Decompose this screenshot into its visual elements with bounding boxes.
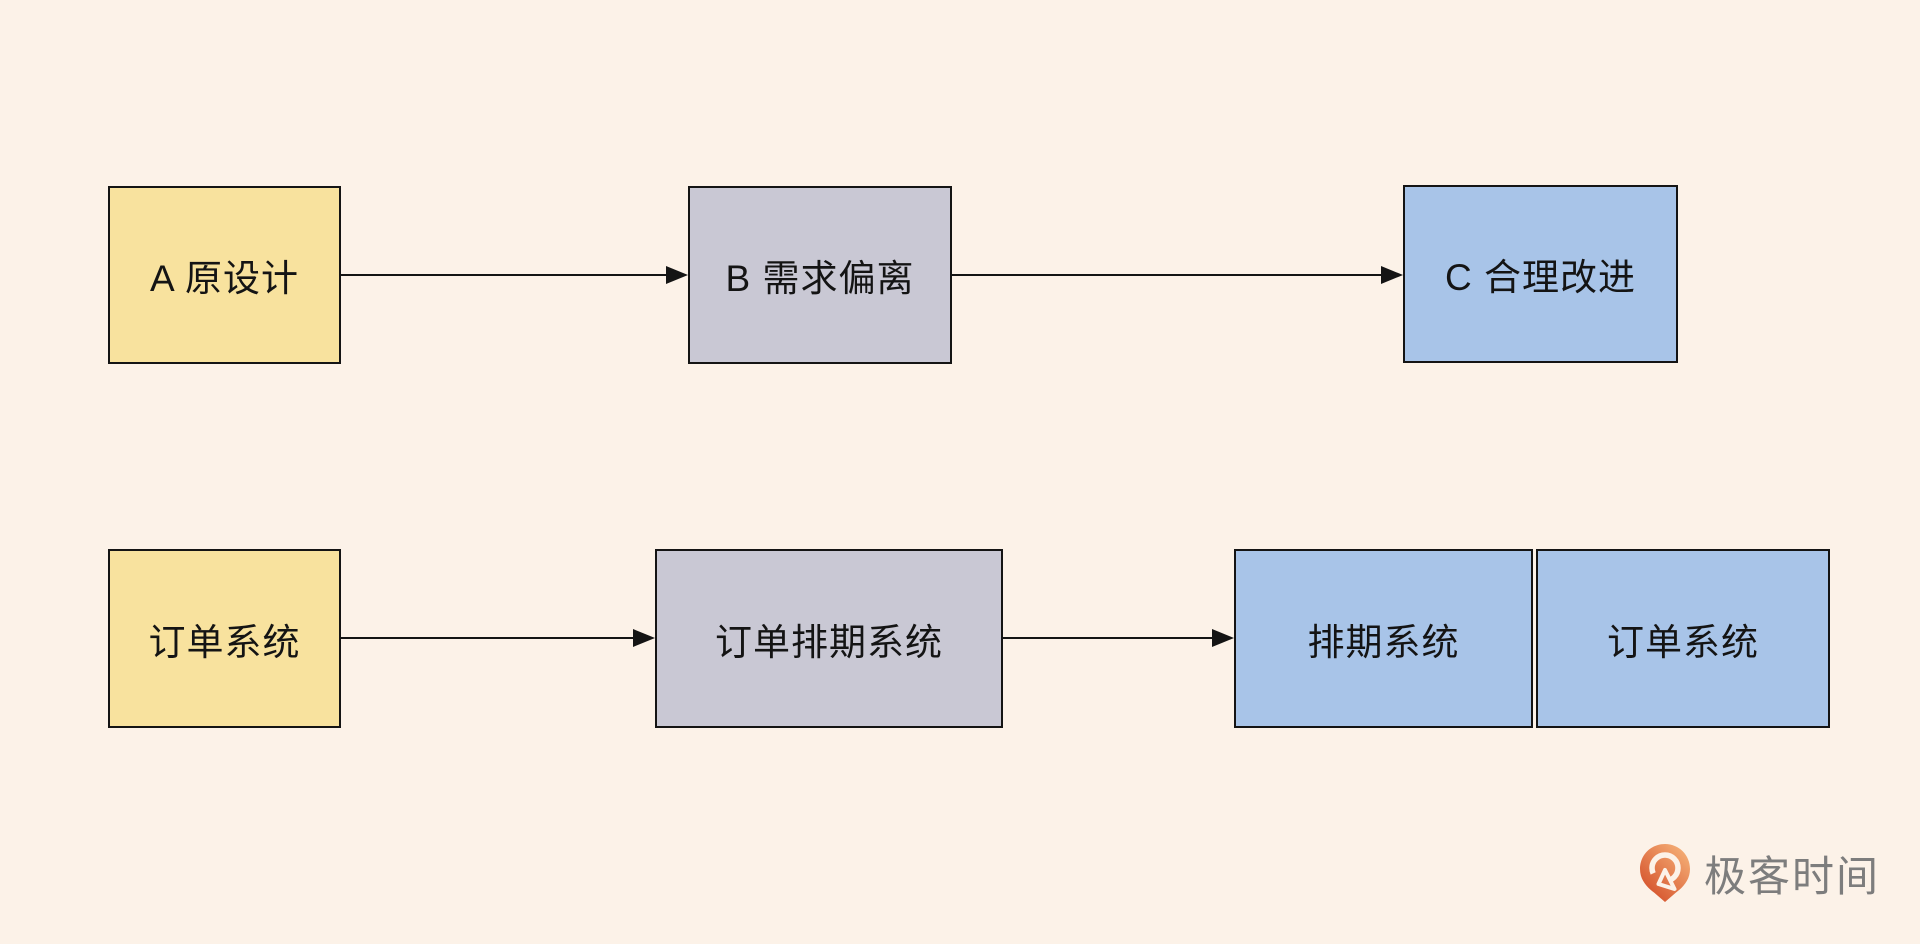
node-label: 排期系统 bbox=[1307, 621, 1460, 663]
arrow-shaft bbox=[1003, 637, 1216, 639]
node-label: A 原设计 bbox=[150, 258, 299, 299]
node-order-scheduling-system: 订单排期系统 bbox=[655, 549, 1003, 728]
arrowhead-icon bbox=[666, 266, 688, 284]
geektime-logo-text: 极客时间 bbox=[1704, 852, 1881, 900]
arrow-shaft bbox=[952, 274, 1385, 276]
node-b-requirement-deviation: B 需求偏离 bbox=[688, 186, 952, 364]
node-label: 订单系统 bbox=[148, 621, 301, 663]
node-label: B 需求偏离 bbox=[725, 258, 915, 299]
node-scheduling-system: 排期系统 bbox=[1234, 549, 1533, 728]
geektime-pin-icon bbox=[1638, 842, 1692, 904]
geektime-logo: 极客时间 bbox=[1638, 842, 1880, 904]
node-label: 订单排期系统 bbox=[715, 621, 943, 663]
node-order-system-split: 订单系统 bbox=[1536, 549, 1830, 728]
arrowhead-icon bbox=[1381, 266, 1403, 284]
node-order-system: 订单系统 bbox=[108, 549, 341, 728]
arrow-shaft bbox=[341, 274, 670, 276]
node-a-original-design: A 原设计 bbox=[108, 186, 341, 364]
arrowhead-icon bbox=[633, 629, 655, 647]
node-label: C 合理改进 bbox=[1445, 257, 1636, 298]
node-label: 订单系统 bbox=[1607, 621, 1759, 663]
arrow-shaft bbox=[341, 637, 637, 639]
arrowhead-icon bbox=[1212, 629, 1234, 647]
node-c-reasonable-improvement: C 合理改进 bbox=[1403, 185, 1678, 363]
